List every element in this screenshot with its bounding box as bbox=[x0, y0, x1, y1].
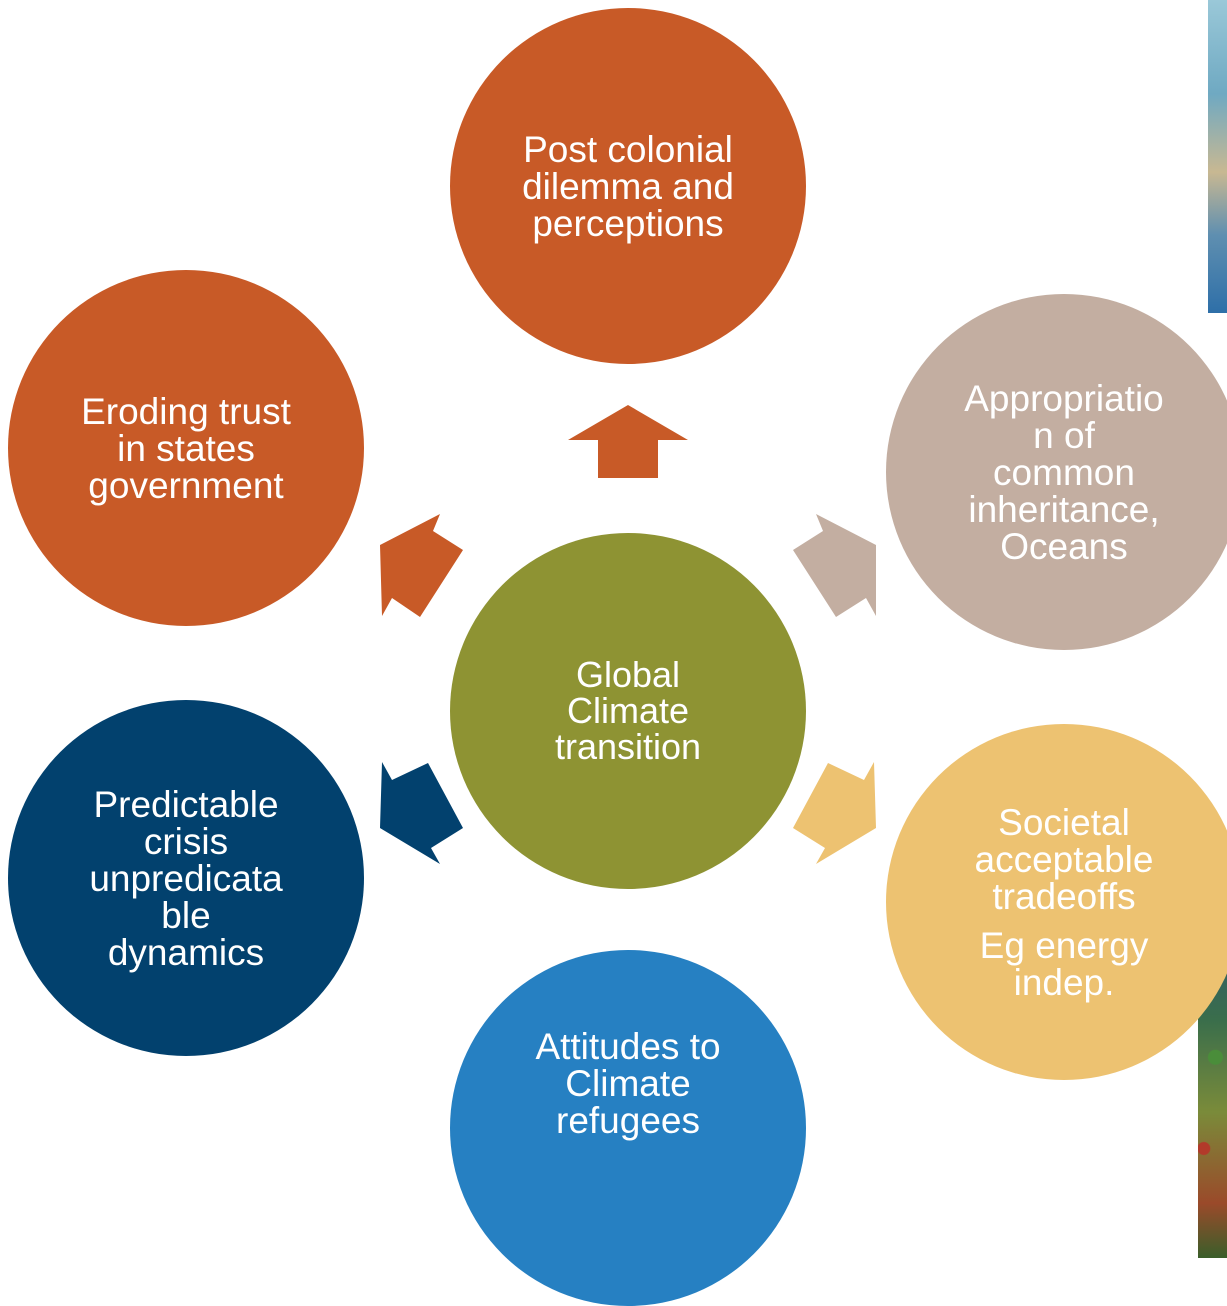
circle-societal-tradeoffs: Societal acceptable tradeoffs Eg energy … bbox=[886, 724, 1227, 1080]
circle-text-line: in states bbox=[117, 427, 255, 469]
circle-post-colonial: Post colonial dilemma and perceptions bbox=[450, 8, 806, 364]
arrow-upper-left bbox=[380, 514, 463, 617]
circle-text-line: indep. bbox=[1013, 961, 1115, 1003]
circle-text-line: Post colonial bbox=[523, 128, 733, 170]
circle-text-line: inheritance, bbox=[968, 488, 1160, 530]
circle-text-line: dynamics bbox=[107, 931, 265, 973]
circle-text-line: Societal bbox=[998, 801, 1130, 843]
circle-text-line: common bbox=[993, 451, 1135, 493]
photo-fragment-top bbox=[1208, 0, 1227, 313]
circle-text-line: n of bbox=[1033, 414, 1095, 456]
circle-text-line: government bbox=[88, 464, 284, 506]
circle-text-line: Global bbox=[575, 654, 681, 695]
circle-text-line: transition bbox=[554, 726, 702, 767]
circle-text-line: Attitudes to bbox=[535, 1026, 721, 1067]
circle-text-line: Oceans bbox=[1000, 525, 1128, 567]
circle-text-line: acceptable bbox=[974, 838, 1154, 880]
circle-text-line: perceptions bbox=[532, 202, 724, 244]
circle-text-line: unpredicata bbox=[89, 857, 283, 899]
circle-text-line: Eroding trust bbox=[81, 390, 291, 432]
circle-text-line: Climate bbox=[566, 690, 690, 731]
circle-text-line: crisis bbox=[143, 820, 229, 862]
circle-eroding-trust: Eroding trust in states government bbox=[8, 270, 364, 626]
arrow-lower-right bbox=[793, 762, 876, 864]
circle-appropriation: Appropriatio n of common inheritance, Oc… bbox=[886, 294, 1227, 650]
circle-text-line: Eg energy bbox=[979, 924, 1149, 966]
arrow-up bbox=[568, 405, 688, 478]
circle-text-line: Predictable bbox=[93, 783, 279, 825]
circle-text-line: Climate bbox=[565, 1063, 691, 1104]
circle-climate-refugees: Attitudes to Climate refugees bbox=[450, 950, 806, 1306]
circle-text-line: dilemma and bbox=[522, 165, 734, 207]
circle-text-line: ble bbox=[161, 894, 211, 936]
arrow-upper-right bbox=[793, 514, 876, 617]
circle-text-line: tradeoffs bbox=[992, 875, 1136, 917]
circle-text-line: Appropriatio bbox=[964, 377, 1164, 419]
arrow-lower-left bbox=[380, 762, 463, 864]
circle-predictable-crisis: Predictable crisis unpredicata ble dynam… bbox=[8, 700, 364, 1056]
circle-global-climate-transition: Global Climate transition bbox=[450, 533, 806, 889]
circle-text-line: refugees bbox=[556, 1100, 700, 1141]
